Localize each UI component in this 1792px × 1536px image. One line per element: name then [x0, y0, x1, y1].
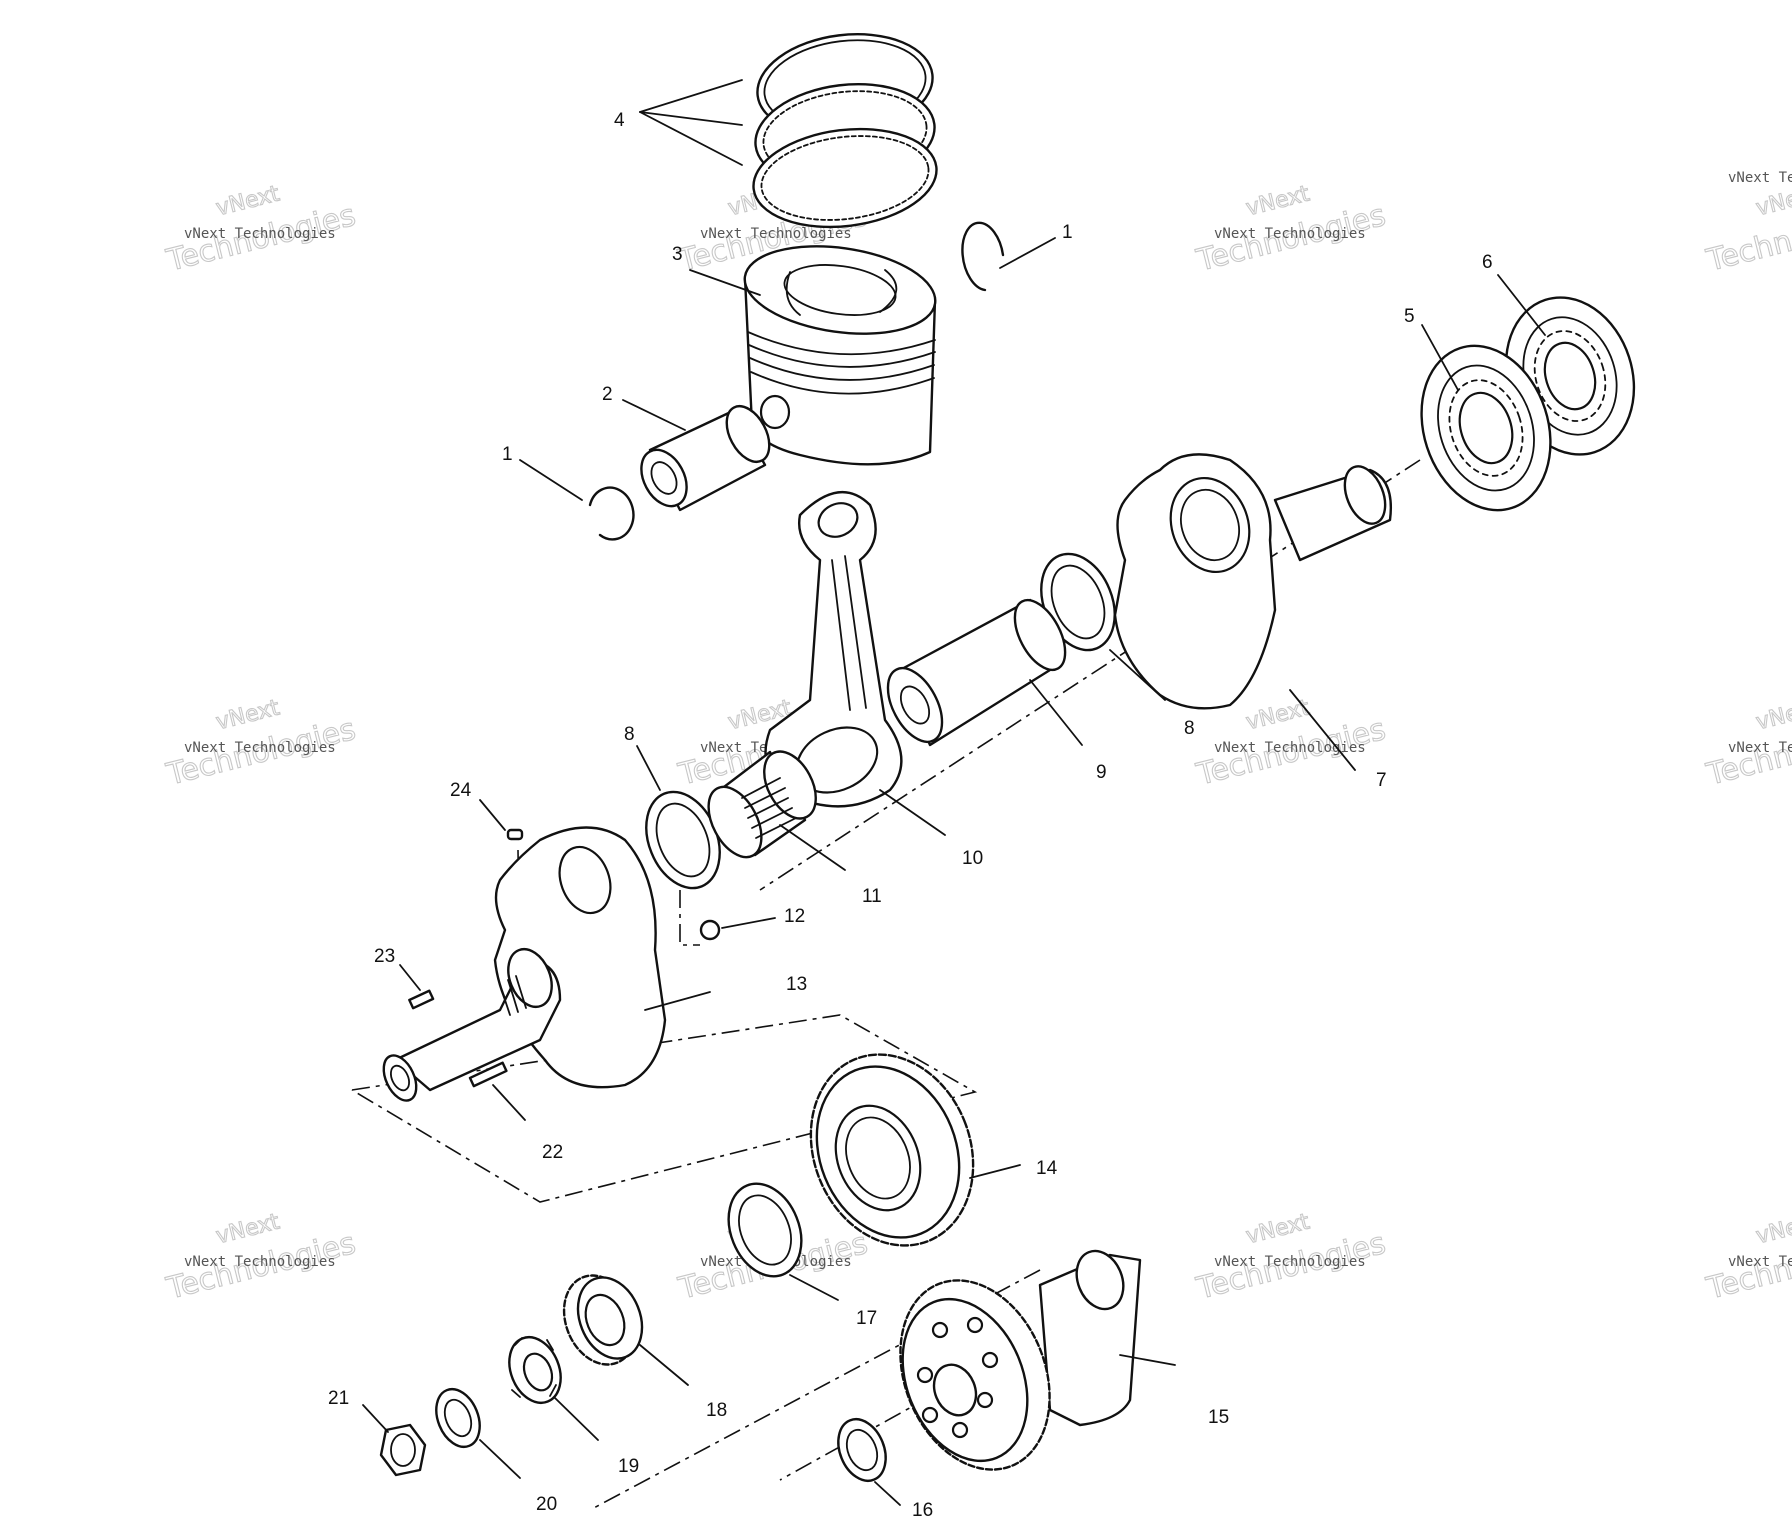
hex-nut-21 — [379, 1423, 427, 1477]
callout-10: 10 — [879, 789, 983, 869]
callout-16-label: 16 — [912, 1500, 933, 1521]
callout-13-label: 13 — [786, 974, 807, 995]
callout-1-top-label: 1 — [1062, 222, 1073, 243]
washer-16 — [837, 1418, 887, 1482]
watermark-line2: vNext Technologies — [184, 1254, 336, 1270]
callout-12-label: 12 — [784, 906, 805, 927]
main-crank-axis — [759, 459, 1421, 891]
callout-1-bottom: 1 — [502, 444, 583, 501]
watermark-line2: vNext Technologies — [1214, 226, 1366, 242]
circlip-bottom — [588, 486, 635, 541]
callout-15: 15 — [1119, 1354, 1229, 1428]
watermark-line1: vNext — [214, 1209, 283, 1249]
watermark-line2: vNext Technologies — [1214, 1254, 1366, 1270]
watermark-line2: vNext Technologies — [184, 740, 336, 756]
connecting-rod — [764, 491, 903, 808]
callout-4: 4 — [614, 79, 743, 166]
small-gear-18 — [562, 1274, 644, 1366]
wrist-pin — [640, 404, 771, 512]
callout-8-left: 8 — [624, 724, 661, 791]
callout-8-right-label: 8 — [1184, 718, 1195, 739]
watermark-line1: vNext — [214, 695, 283, 735]
circlip-top — [961, 221, 1005, 292]
crank-right-half — [1113, 453, 1392, 710]
callout-19-label: 19 — [618, 1456, 639, 1477]
callout-9: 9 — [1029, 679, 1107, 783]
drive-gear — [809, 1053, 975, 1247]
watermark-line2: vNext Technologies — [1728, 1254, 1792, 1270]
callout-22: 22 — [492, 1084, 563, 1163]
balance-shaft — [899, 1249, 1142, 1471]
washer-17 — [727, 1182, 803, 1278]
key-24 — [506, 828, 524, 841]
watermark-line1: vNext — [1754, 1209, 1792, 1249]
watermark-line1: vNext — [1754, 695, 1792, 735]
pin-axis — [679, 890, 700, 946]
watermark-line1: vNext — [1244, 1209, 1313, 1249]
callout-23-label: 23 — [374, 946, 395, 967]
callout-2: 2 — [602, 384, 686, 431]
callout-24: 24 — [450, 780, 506, 831]
callout-15-label: 15 — [1208, 1407, 1229, 1428]
callout-3: 3 — [672, 244, 761, 296]
callout-1-top: 1 — [999, 222, 1073, 269]
callout-2-label: 2 — [602, 384, 613, 405]
watermark-line2: vNext Technologies — [1728, 740, 1792, 756]
callout-19: 19 — [554, 1397, 639, 1477]
callout-22-label: 22 — [542, 1142, 563, 1163]
callout-7: 7 — [1289, 689, 1387, 791]
watermark-line2: vNext Technologies — [1214, 740, 1366, 756]
castle-nut-19 — [508, 1336, 562, 1404]
callout-5-label: 5 — [1404, 306, 1415, 327]
watermark-line1: vNext — [1244, 181, 1313, 221]
callout-3-label: 3 — [672, 244, 683, 265]
crank-pin — [886, 598, 1067, 747]
watermark-line2: vNext Technologies — [1728, 170, 1792, 186]
callout-1-bottom-label: 1 — [502, 444, 513, 465]
callout-23: 23 — [374, 946, 421, 991]
piston-rings — [752, 33, 938, 229]
callout-17-label: 17 — [856, 1308, 877, 1329]
key-23 — [408, 989, 435, 1010]
callout-11: 11 — [779, 824, 882, 907]
callout-16: 16 — [874, 1481, 933, 1521]
callout-21: 21 — [328, 1388, 389, 1433]
watermark-line1: vNext — [214, 181, 283, 221]
callout-9-label: 9 — [1096, 762, 1107, 783]
callout-8-left-label: 8 — [624, 724, 635, 745]
callout-17: 17 — [789, 1274, 877, 1329]
callout-18-label: 18 — [706, 1400, 727, 1421]
callout-21-label: 21 — [328, 1388, 349, 1409]
piston — [743, 245, 937, 466]
bearing-5 — [1420, 344, 1552, 512]
callout-20: 20 — [479, 1439, 557, 1515]
callout-20-label: 20 — [536, 1494, 557, 1515]
callout-14-label: 14 — [1036, 1158, 1058, 1179]
callout-14: 14 — [969, 1158, 1058, 1179]
pin-22 — [468, 1061, 508, 1088]
callout-13: 13 — [644, 974, 807, 1011]
callout-8-right: 8 — [1109, 649, 1195, 739]
watermark-line1: vNext — [1754, 181, 1792, 221]
callout-4-label: 4 — [614, 110, 625, 131]
callout-24-label: 24 — [450, 780, 472, 801]
callout-5: 5 — [1404, 306, 1459, 391]
watermark-line1: vNext — [1244, 695, 1313, 735]
callout-7-label: 7 — [1376, 770, 1387, 791]
callout-11-label: 11 — [862, 886, 882, 907]
watermark-line2: vNext Technologies — [700, 226, 852, 242]
watermark-line2: vNext Technologies — [184, 226, 336, 242]
callout-10-label: 10 — [962, 848, 983, 869]
needle-bearing — [707, 750, 817, 859]
ball-12 — [699, 919, 721, 941]
callout-12: 12 — [721, 906, 805, 929]
callout-6-label: 6 — [1482, 252, 1493, 273]
crank-left-half — [382, 826, 667, 1102]
callout-18: 18 — [639, 1344, 727, 1421]
gear-bracket — [351, 1014, 978, 1203]
callout-6: 6 — [1482, 252, 1546, 336]
washer-20 — [435, 1387, 481, 1449]
